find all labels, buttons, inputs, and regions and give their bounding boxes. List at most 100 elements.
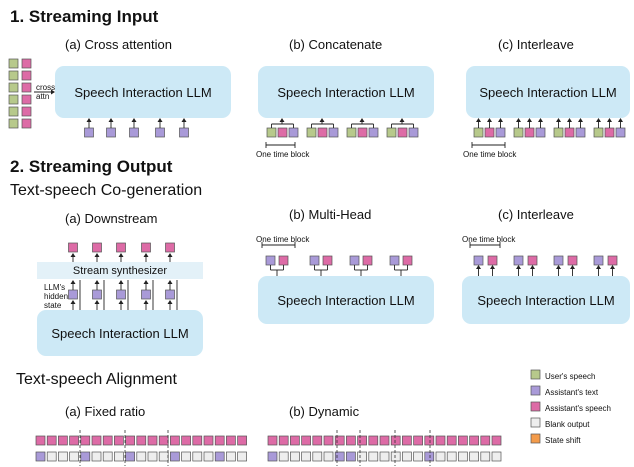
user-speech-token <box>8 94 19 105</box>
cross-attention-caption: (a) Cross attention <box>65 37 172 52</box>
assistant-speech-token <box>21 82 32 93</box>
assistant-speech-token <box>136 435 147 446</box>
arrow-head <box>498 118 503 122</box>
arrow-head <box>118 280 124 284</box>
assistant-speech-token <box>21 106 32 117</box>
assistant-speech-token <box>567 255 578 266</box>
concatenate-caption: (b) Concatenate <box>289 37 383 52</box>
arrow-head <box>556 265 561 269</box>
assistant-speech-token <box>446 435 457 446</box>
arrow-head <box>516 118 521 122</box>
assistant-speech-token <box>480 435 491 446</box>
assistant-speech-token <box>21 118 32 129</box>
assistant-speech-token <box>80 435 91 446</box>
blank-token <box>357 451 367 462</box>
blank-token <box>469 451 479 462</box>
arrow-head <box>578 118 583 122</box>
assistant-speech-token <box>604 127 615 138</box>
dynamic-caption: (b) Dynamic <box>289 404 360 419</box>
assistant-speech-token <box>114 435 124 446</box>
legend-swatch-blank-token <box>530 417 541 428</box>
blank-token <box>323 451 334 462</box>
arrow-head <box>610 265 615 269</box>
fixed-ratio-caption: (a) Fixed ratio <box>65 404 146 419</box>
arrow-head <box>607 118 612 122</box>
legend-label-assistant-text: Assistant's text <box>545 388 599 397</box>
assistant-text-token <box>389 255 400 266</box>
arrow-head <box>570 265 575 269</box>
assistant-speech-token <box>402 255 413 266</box>
assistant-speech-token <box>357 127 368 138</box>
assistant-text-token <box>179 127 189 138</box>
assistant-text-token <box>129 127 139 138</box>
assistant-speech-token <box>469 435 479 446</box>
llm-block-cross: Speech Interaction LLM <box>55 66 231 118</box>
assistant-text-token <box>116 289 126 300</box>
legend-swatch-assistant-text-token <box>530 385 541 396</box>
arrow-head <box>530 265 535 269</box>
assistant-speech-token <box>116 242 126 253</box>
arrow-head <box>181 118 187 122</box>
assistant-speech-token <box>125 435 135 446</box>
assistant-text-token <box>473 255 484 266</box>
blank-token <box>181 451 191 462</box>
arrow-head <box>516 265 521 269</box>
assistant-speech-token <box>69 435 79 446</box>
interleave-input-caption: (c) Interleave <box>498 37 574 52</box>
assistant-speech-token <box>564 127 575 138</box>
arrow-head <box>167 253 173 257</box>
assistant-speech-token <box>368 435 379 446</box>
arrow-head <box>476 265 481 269</box>
arrow-head <box>538 118 543 122</box>
legend-label-user-speech: User's speech <box>545 372 596 381</box>
assistant-speech-token <box>170 435 180 446</box>
assistant-speech-token <box>435 435 446 446</box>
arrow-head <box>567 118 572 122</box>
assistant-speech-token <box>484 127 495 138</box>
assistant-speech-token <box>317 127 328 138</box>
assistant-speech-token <box>607 255 618 266</box>
assistant-text-token <box>328 127 339 138</box>
arrow-head <box>279 118 285 122</box>
assistant-speech-token <box>226 435 236 446</box>
assistant-speech-token <box>35 435 46 446</box>
section2-title: 2. Streaming Output <box>10 157 173 176</box>
assistant-speech-token <box>322 255 333 266</box>
llm-block-concat: Speech Interaction LLM <box>258 66 434 118</box>
assistant-text-token <box>165 289 175 300</box>
arrow-head <box>143 280 149 284</box>
arrow-head <box>86 118 92 122</box>
blank-token <box>379 451 390 462</box>
arrow-head <box>108 118 114 122</box>
assistant-text-token <box>267 451 278 462</box>
assistant-speech-token <box>21 70 32 81</box>
assistant-speech-token <box>68 242 78 253</box>
assistant-speech-token <box>91 435 102 446</box>
blank-token <box>203 451 214 462</box>
llm-block-multihead: Speech Interaction LLM <box>258 276 434 324</box>
multihead-caption: (b) Multi-Head <box>289 207 372 222</box>
assistant-speech-token <box>214 435 225 446</box>
assistant-speech-token <box>357 435 367 446</box>
blank-token <box>278 451 289 462</box>
arrow-head <box>94 253 100 257</box>
legend-label-blank: Blank output <box>545 420 590 429</box>
blank-token <box>136 451 147 462</box>
assistant-speech-token <box>379 435 390 446</box>
blank-token <box>69 451 79 462</box>
assistant-text-token <box>615 127 626 138</box>
assistant-text-token <box>265 255 276 266</box>
blank-token <box>46 451 57 462</box>
arrow-head <box>94 280 100 284</box>
assistant-speech-token <box>46 435 57 446</box>
assistant-speech-token <box>102 435 113 446</box>
user-speech-token <box>473 127 484 138</box>
assistant-text-token <box>424 451 435 462</box>
assistant-speech-token <box>141 242 151 253</box>
arrow-head <box>167 280 173 284</box>
blank-token <box>102 451 113 462</box>
user-speech-token <box>346 127 357 138</box>
user-speech-token <box>266 127 277 138</box>
blank-token <box>147 451 158 462</box>
assistant-speech-token <box>158 435 169 446</box>
